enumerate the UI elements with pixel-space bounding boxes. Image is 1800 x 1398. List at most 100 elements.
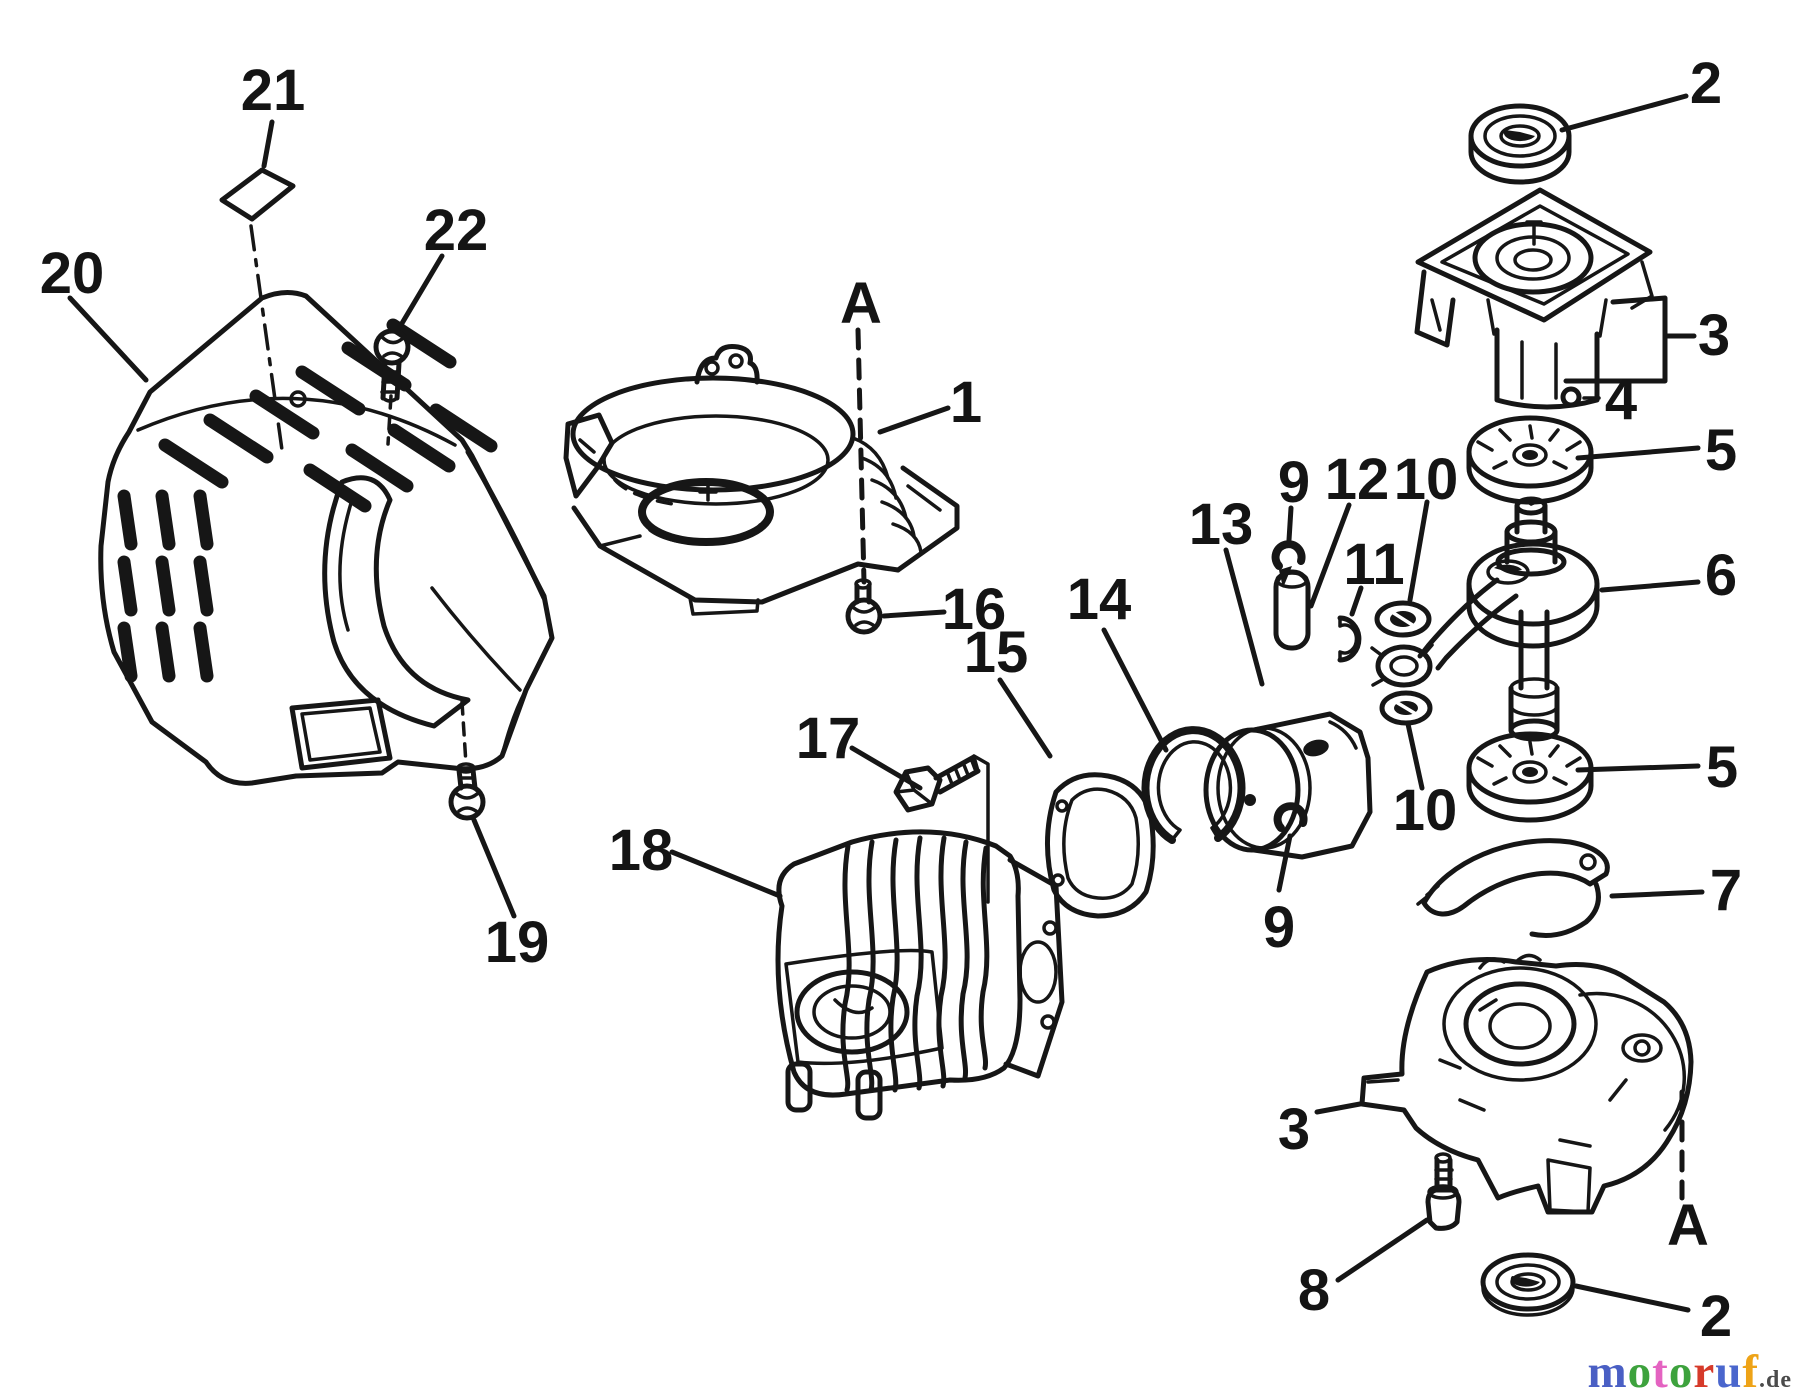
leader-22	[395, 253, 445, 333]
watermark-letter: r	[1693, 1346, 1716, 1398]
part-bearing-5-lower	[1466, 731, 1594, 823]
callout-12: 12	[1325, 447, 1390, 512]
cover-vent-slots-top	[158, 318, 498, 513]
callout-7: 7	[1710, 858, 1742, 923]
callout-5-upper: 5	[1705, 418, 1737, 483]
leader-14	[1101, 627, 1169, 753]
leader-8	[1335, 1217, 1430, 1283]
watermark-logo: motoruf.de	[1588, 1349, 1792, 1396]
leader-9-top	[1286, 505, 1294, 543]
callout-6: 6	[1705, 543, 1737, 608]
part-needle-bearing-11	[1337, 615, 1362, 663]
part-cylinder	[775, 829, 1065, 1121]
leader-1	[877, 405, 951, 435]
part-oil-seal-2-bottom	[1480, 1252, 1576, 1317]
watermark-letter: t	[1652, 1346, 1669, 1398]
leader-18	[669, 849, 783, 899]
watermark-letter: m	[1587, 1346, 1628, 1398]
callout-a-top: A	[840, 271, 882, 336]
cylinder-fins	[840, 835, 990, 1093]
callout-2-top: 2	[1690, 51, 1722, 116]
leader-7	[1609, 889, 1705, 899]
callout-10-bottom: 10	[1393, 778, 1458, 843]
callout-19: 19	[485, 910, 550, 975]
leader-10-bottom	[1405, 721, 1425, 791]
callout-4: 4	[1605, 367, 1637, 432]
callout-15: 15	[964, 620, 1029, 685]
leader-2-bottom	[1573, 1283, 1691, 1313]
callout-a-bottom: A	[1667, 1193, 1709, 1258]
part-circlip-9-bottom	[1273, 802, 1308, 832]
leader-12	[1308, 502, 1352, 609]
part-oil-seal-2-top	[1468, 103, 1572, 185]
leader-9-bottom	[1276, 833, 1293, 893]
leader-11	[1349, 585, 1364, 617]
leader-lines	[67, 93, 1705, 1313]
part-bolt-17	[893, 754, 981, 813]
part-engine-cover	[98, 290, 555, 786]
callout-9-bottom: 9	[1263, 895, 1295, 960]
watermark-suffix: .de	[1759, 1367, 1792, 1393]
leader-3-bottom	[1314, 1101, 1363, 1115]
part-crankshaft	[1370, 496, 1600, 742]
watermark-letter: f	[1742, 1346, 1759, 1398]
leader-16	[881, 609, 947, 619]
callout-21: 21	[241, 58, 306, 123]
callout-2-bottom: 2	[1700, 1284, 1732, 1349]
leader-5-lower	[1575, 763, 1701, 773]
watermark-letter: u	[1715, 1346, 1743, 1398]
callout-9-top: 9	[1278, 450, 1310, 515]
leader-19	[471, 817, 517, 919]
leader-a-top-dash	[855, 327, 867, 585]
leader-2-top	[1559, 93, 1689, 133]
callout-5-lower: 5	[1706, 735, 1738, 800]
part-piston-pin	[1273, 566, 1311, 651]
leader-6	[1599, 579, 1701, 593]
callout-11: 11	[1343, 532, 1404, 597]
leader-13	[1223, 547, 1265, 687]
callout-14: 14	[1067, 567, 1132, 632]
callout-18: 18	[609, 818, 674, 883]
leader-20	[67, 295, 149, 383]
part-decal	[219, 167, 296, 222]
leader-21	[261, 119, 275, 169]
part-crankcase-bottom	[1359, 953, 1694, 1215]
part-screw-19	[448, 762, 486, 821]
part-washer-10-bottom	[1379, 690, 1433, 726]
leader-17	[849, 745, 923, 791]
part-crankcase-top	[1414, 187, 1654, 410]
part-circlip-9-top	[1271, 540, 1306, 570]
part-washer-10-top	[1374, 600, 1432, 638]
watermark-letter: o	[1668, 1346, 1694, 1398]
part-piston	[1203, 711, 1373, 860]
leader-10-top	[1407, 499, 1430, 603]
part-bearing-5-upper	[1466, 415, 1594, 505]
callout-1: 1	[950, 370, 982, 435]
watermark-letter: o	[1627, 1346, 1653, 1398]
part-clip-7	[1416, 838, 1610, 938]
part-snap-ring-14	[1141, 726, 1246, 844]
callout-22: 22	[424, 198, 489, 263]
leader-3-top-bracket	[1563, 295, 1668, 384]
leader-22-dash	[386, 394, 393, 446]
leader-21-centerline	[249, 224, 284, 452]
callout-3-bottom: 3	[1278, 1097, 1310, 1162]
callout-13: 13	[1189, 492, 1254, 557]
callout-3-top: 3	[1698, 303, 1730, 368]
part-gasket-15	[1044, 772, 1156, 919]
part-pin-4	[1560, 386, 1601, 408]
leader-19-dash	[460, 700, 468, 766]
part-screw-8	[1425, 1152, 1462, 1231]
callout-labels: 20 21 22 A 1 16 15 17 18 19 13 9 12 10 1…	[40, 51, 1742, 1349]
cover-vent-slots-side	[117, 489, 214, 683]
part-screw-16	[845, 578, 883, 635]
leader-17-insertion	[972, 754, 990, 904]
callout-10-top: 10	[1394, 447, 1459, 512]
callout-20: 20	[40, 241, 105, 306]
leader-15	[997, 677, 1053, 759]
leader-5-upper	[1575, 445, 1701, 461]
part-fan-housing	[563, 344, 960, 616]
callout-8: 8	[1298, 1258, 1330, 1323]
callout-16: 16	[942, 577, 1007, 642]
